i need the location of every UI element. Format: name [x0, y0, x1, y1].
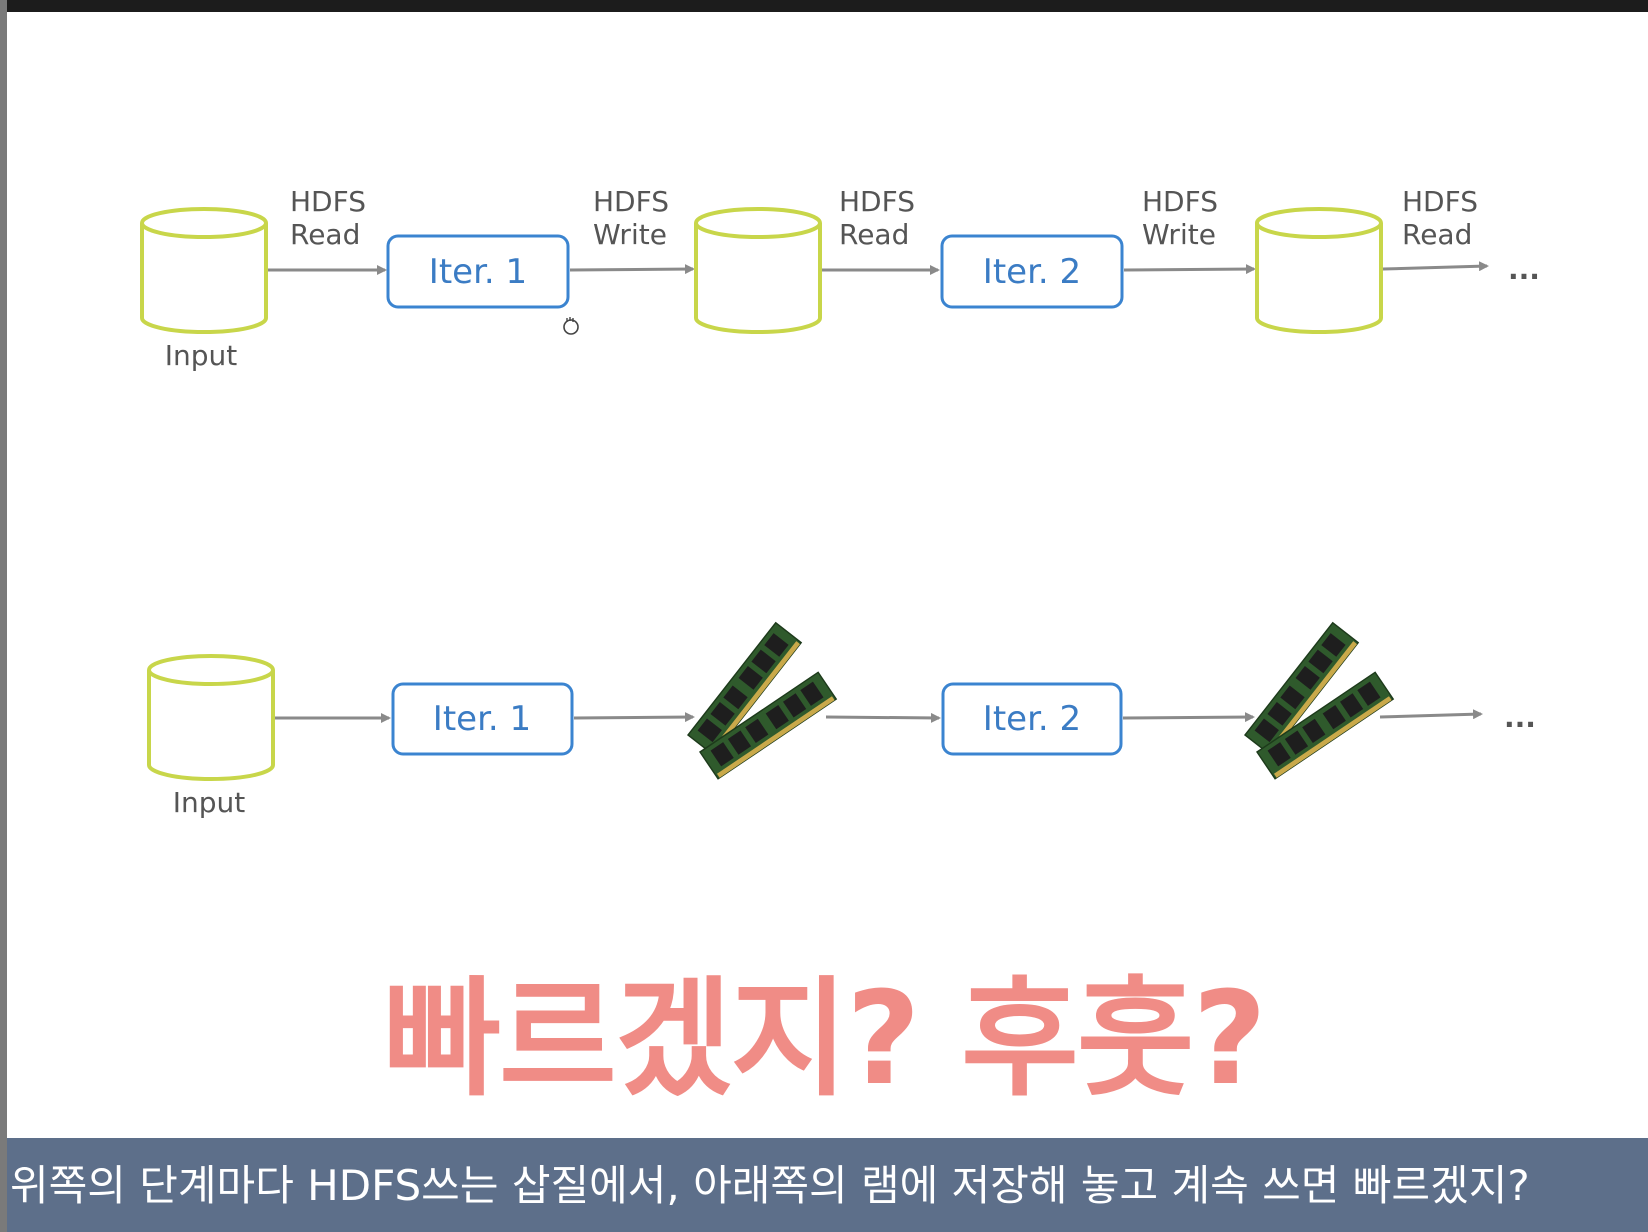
top-row: Input HDFS Read Iter. 1 HDFS Write HDFS … — [140, 185, 1540, 372]
edge-label-write: Write — [1142, 218, 1216, 251]
edge-label-read: Read — [839, 218, 909, 251]
edge-label-read: Read — [290, 218, 360, 251]
iter1-label-top: Iter. 1 — [429, 252, 527, 292]
subtitle-bar — [7, 1138, 1648, 1232]
headline-text: 빠르겠지? 후훗? — [383, 965, 1267, 1114]
arrow-hdfs-write-2 — [1123, 264, 1256, 275]
iter2-label-top: Iter. 2 — [983, 252, 1081, 292]
iter2-node-bottom: Iter. 2 — [941, 682, 1123, 756]
edge-label-hdfs: HDFS — [1402, 185, 1478, 218]
input-cylinder-top — [140, 207, 268, 334]
arrow-hdfs-write-1 — [569, 264, 695, 275]
ram-stick-icon — [1244, 621, 1394, 780]
edge-label-read: Read — [1402, 218, 1472, 251]
arrow-hdfs-read-3 — [1382, 261, 1489, 272]
iter1-node-bottom: Iter. 1 — [391, 682, 574, 756]
hand-cursor-icon — [563, 317, 579, 335]
arrow-iter1-to-ram — [573, 712, 695, 723]
input-label-top: Input — [165, 339, 238, 372]
left-border — [0, 0, 7, 1232]
edge-label-write: Write — [593, 218, 667, 251]
edge-label-hdfs: HDFS — [290, 185, 366, 218]
arrow-ram-to-next — [1379, 709, 1483, 720]
arrow-ram-to-iter2 — [825, 712, 941, 723]
ram-stick-icon — [687, 621, 837, 780]
ellipsis-top: ... — [1508, 253, 1540, 286]
ellipsis-bottom: ... — [1504, 701, 1536, 734]
bottom-row: Input Iter. 1 Iter. 2 . — [147, 621, 1536, 819]
edge-label-hdfs: HDFS — [1142, 185, 1218, 218]
iter1-node-top: Iter. 1 — [386, 234, 570, 309]
edge-label-hdfs: HDFS — [593, 185, 669, 218]
iter2-node-top: Iter. 2 — [940, 234, 1124, 309]
input-cylinder-bottom — [147, 654, 275, 781]
input-label-bottom: Input — [173, 786, 246, 819]
top-border — [0, 0, 1648, 12]
iter2-label-bottom: Iter. 2 — [983, 699, 1081, 739]
subtitle-text: 위쪽의 단계마다 HDFS쓰는 삽질에서, 아래쪽의 램에 저장해 놓고 계속 … — [10, 1161, 1530, 1210]
arrow-iter2-to-ram — [1122, 712, 1255, 723]
hdfs-cylinder-3 — [1255, 207, 1383, 334]
slide — [7, 12, 1648, 1138]
hdfs-cylinder-2 — [694, 207, 822, 334]
iter1-label-bottom: Iter. 1 — [433, 699, 531, 739]
edge-label-hdfs: HDFS — [839, 185, 915, 218]
